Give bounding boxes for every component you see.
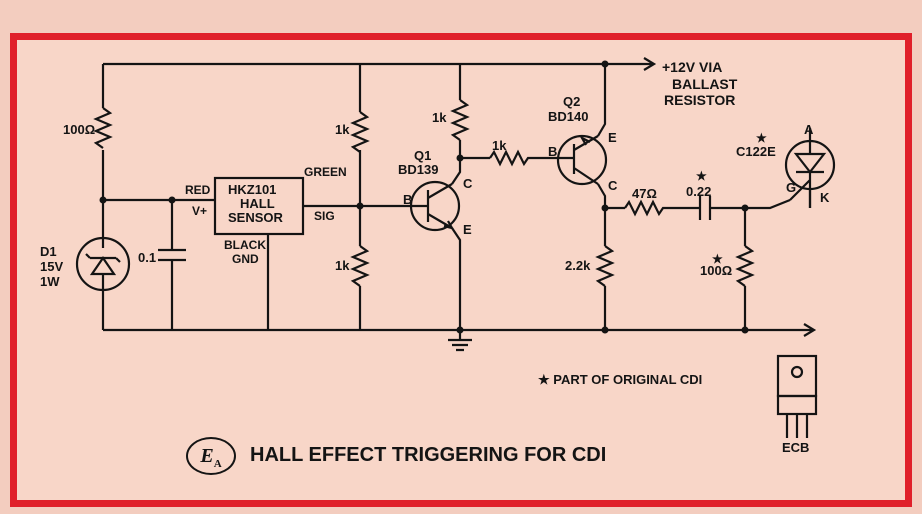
supply-line3: RESISTOR <box>664 92 735 108</box>
cap-022-plates <box>698 196 745 220</box>
supply-arrow <box>640 57 657 71</box>
figure-caption: HALL EFFECT TRIGGERING FOR CDI <box>250 444 607 466</box>
junction-dot <box>456 326 464 334</box>
pin-a-scr: A <box>804 122 814 137</box>
resistor-47-zigzag <box>624 199 700 217</box>
q2-transistor <box>556 134 608 186</box>
cap-01-wire <box>158 200 186 330</box>
label-d1-name: D1 <box>40 244 57 259</box>
label-d1-voltage: 15V <box>40 259 63 274</box>
label-c-01: 0.1 <box>138 250 156 265</box>
label-r-1k-top: 1k <box>335 122 350 137</box>
label-r-1k-q1c: 1k <box>432 110 447 125</box>
label-q2-part: BD140 <box>548 109 588 124</box>
junction-dot <box>741 326 749 334</box>
ground-arrow <box>800 323 817 337</box>
pin-c-q1: C <box>463 176 473 191</box>
resistor-2k2-zigzag <box>595 245 615 287</box>
pin-c-q2: C <box>608 178 618 193</box>
q2-collector-wire <box>597 183 625 210</box>
q2-emitter-wire <box>597 64 607 137</box>
pin-e-q2: E <box>608 130 617 145</box>
q1-collector-wire <box>451 64 490 185</box>
resistor-1k-top-zigzag <box>350 111 370 153</box>
supply-line2: BALLAST <box>672 76 738 92</box>
label-r-100: 100Ω <box>63 122 95 137</box>
label-q1-name: Q1 <box>414 148 431 163</box>
star-mark: ★ <box>712 252 723 266</box>
q1-body <box>412 183 455 230</box>
original-cdi-note: ★ PART OF ORIGINAL CDI <box>538 372 702 387</box>
junction-dot <box>456 154 464 162</box>
junction-dot <box>601 60 609 68</box>
label-q2-name: Q2 <box>563 94 580 109</box>
sensor-line3: SENSOR <box>228 210 284 225</box>
q2-body <box>560 135 599 185</box>
package-pins <box>785 414 809 438</box>
sensor-green-label: GREEN <box>304 165 347 179</box>
figure-badge: EA <box>186 437 236 475</box>
sensor-line1: HKZ101 <box>228 182 276 197</box>
sensor-line2: HALL <box>240 196 275 211</box>
sensor-black-label: BLACK <box>224 238 266 252</box>
star-mark: ★ <box>696 169 707 183</box>
label-d1-watt: 1W <box>40 274 60 289</box>
label-scr-part: C122E <box>736 144 776 159</box>
sensor-vplus-label: V+ <box>192 204 207 218</box>
label-r-1k-bottom: 1k <box>335 258 350 273</box>
supply-line1: +12V VIA <box>662 59 722 75</box>
label-q1-part: BD139 <box>398 162 438 177</box>
sensor-sig-label: SIG <box>314 209 335 223</box>
d1-zener-body <box>85 238 121 290</box>
resistor-1k-q1c-zigzag <box>450 99 470 141</box>
star-mark: ★ <box>756 131 767 145</box>
pin-g-scr: G <box>786 180 796 195</box>
label-r-47: 47Ω <box>632 186 657 201</box>
ground-symbol <box>448 338 472 352</box>
pin-e-q1: E <box>463 222 472 237</box>
sensor-red-label: RED <box>185 183 211 197</box>
junction-dot <box>99 196 107 204</box>
label-c-022: 0.22 <box>686 184 711 199</box>
junction-dot <box>601 326 609 334</box>
label-r-2k2: 2.2k <box>565 258 591 273</box>
pin-k-scr: K <box>820 190 830 205</box>
package-pin-letters: ECB <box>782 440 809 455</box>
junction-dot <box>356 202 364 210</box>
resistor-1k-base-zigzag <box>489 149 560 167</box>
resistor-100-zigzag <box>93 107 113 149</box>
pin-b-q2: B <box>548 144 557 159</box>
q1-transistor <box>409 180 461 232</box>
pin-b-q1: B <box>403 192 412 207</box>
label-r-1k-base: 1k <box>492 138 507 153</box>
q1-emitter-wire <box>451 227 462 340</box>
resistor-100-star-zigzag <box>735 245 755 287</box>
package-hole <box>790 365 804 379</box>
sensor-gnd-label: GND <box>232 252 259 266</box>
label-r-100-star: 100Ω <box>700 263 732 278</box>
resistor-1k-bottom-zigzag <box>350 245 370 287</box>
package-body <box>776 394 818 416</box>
